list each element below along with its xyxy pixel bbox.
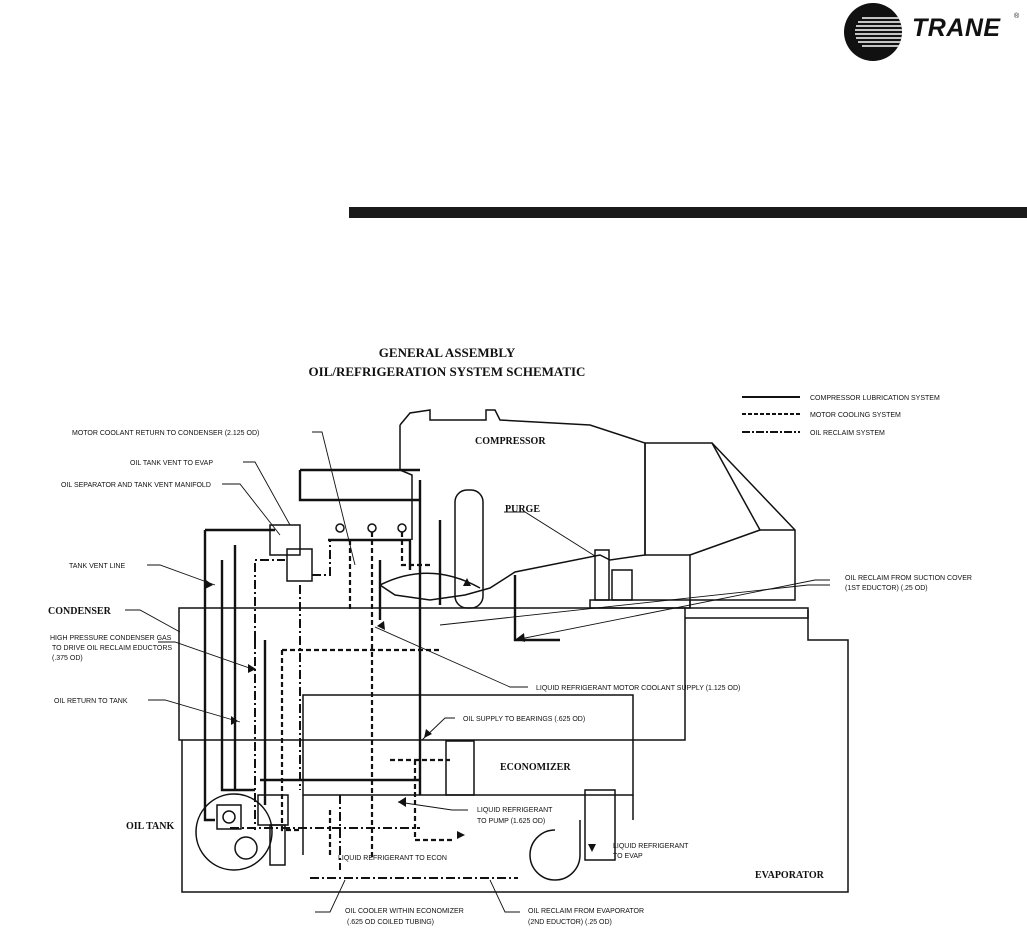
callout-suction-cover-line1: OIL RECLAIM FROM SUCTION COVER [845, 575, 972, 582]
label-evaporator: EVAPORATOR [755, 870, 825, 881]
flow-arrows [205, 578, 596, 852]
legend-label-lubrication: COMPRESSOR LUBRICATION SYSTEM [810, 395, 940, 402]
condenser-shell [178, 607, 686, 741]
label-purge: PURGE [505, 504, 540, 515]
evaporator-trap [529, 820, 581, 881]
lubrication-lines [203, 468, 560, 822]
callout-oil-cooler-line1: OIL COOLER WITHIN ECONOMIZER [345, 908, 464, 915]
legend-label-motor-cooling: MOTOR COOLING SYSTEM [810, 412, 901, 419]
trane-logo-icon [844, 3, 902, 61]
legend-label-oil-reclaim: OIL RECLAIM SYSTEM [810, 430, 885, 437]
oil-reclaim-lines [230, 540, 518, 879]
callout-leaders [125, 431, 830, 913]
callout-oil-separator: OIL SEPARATOR AND TANK VENT MANIFOLD [61, 482, 211, 489]
callout-motor-coolant-return: MOTOR COOLANT RETURN TO CONDENSER (2.125… [72, 430, 259, 437]
suction-riser [454, 489, 484, 609]
callout-reclaim-evap-line2: (2ND EDUCTOR) (.25 OD) [528, 919, 612, 926]
callout-hp-gas-line2: TO DRIVE OIL RECLAIM EDUCTORS [52, 645, 172, 652]
economizer-sump [445, 740, 475, 796]
callout-liq-to-pump-line2: TO PUMP (1.625 OD) [477, 818, 545, 825]
evaporator-shell [181, 610, 849, 893]
callout-tank-vent-line: TANK VENT LINE [69, 563, 125, 570]
legend: COMPRESSOR LUBRICATION SYSTEM MOTOR COOL… [742, 395, 940, 437]
compressor-motor-housing [645, 442, 796, 608]
header-rule [349, 207, 1027, 218]
callout-motor-coolant-supply: LIQUID REFRIGERANT MOTOR COOLANT SUPPLY … [536, 685, 740, 692]
callout-hp-gas-line3: (.375 OD) [52, 655, 83, 662]
callout-liq-to-pump-line1: LIQUID REFRIGERANT [477, 807, 553, 814]
callout-oil-supply: OIL SUPPLY TO BEARINGS (.625 OD) [463, 716, 585, 723]
condenser-end [685, 607, 809, 619]
label-condenser: CONDENSER [48, 606, 112, 617]
label-oil-tank: OIL TANK [126, 821, 174, 832]
oil-pump [257, 794, 289, 826]
callout-reclaim-evap-line1: OIL RECLAIM FROM EVAPORATOR [528, 908, 644, 915]
callout-oil-tank-vent: OIL TANK VENT TO EVAP [130, 460, 213, 467]
registered-mark: ® [1014, 13, 1020, 20]
callout-liq-to-evap-line1: LIQUID REFRIGERANT [613, 843, 689, 850]
callout-liq-to-evap-line2: TO EVAP [613, 853, 643, 860]
callout-liq-to-econ: LIQUID REFRIGERANT TO ECON [338, 855, 447, 862]
label-economizer: ECONOMIZER [500, 762, 571, 773]
callout-hp-gas-line1: HIGH PRESSURE CONDENSER GAS [50, 635, 172, 642]
oil-tank [195, 793, 273, 871]
callout-oil-return: OIL RETURN TO TANK [54, 698, 128, 705]
diagram-title-line2: OIL/REFRIGERATION SYSTEM SCHEMATIC [309, 364, 586, 379]
callout-suction-cover-line2: (1ST EDUCTOR) (.25 OD) [845, 585, 928, 592]
motor-cooling-lines [280, 532, 455, 860]
label-compressor: COMPRESSOR [475, 436, 546, 447]
purge-unit [594, 549, 610, 601]
callout-oil-cooler-line2: (.625 OD COILED TUBING) [347, 919, 434, 926]
diagram-title-line1: GENERAL ASSEMBLY [379, 345, 516, 360]
brand-wordmark: TRANE [912, 14, 1001, 42]
